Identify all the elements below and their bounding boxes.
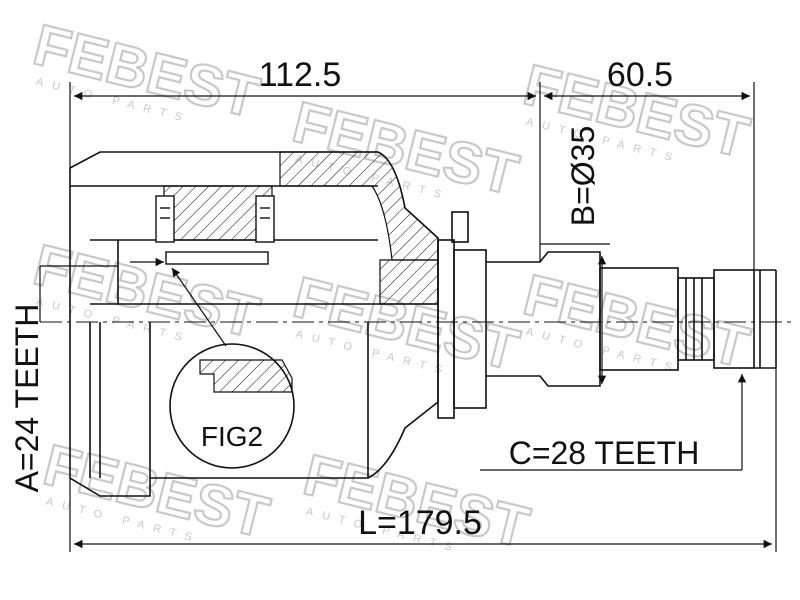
dimension-labels: 112.5 60.5 B=Ø35 A=24 TEETH C=28 TEETH L… <box>9 56 699 542</box>
housing-lower <box>69 322 439 497</box>
dim-shaft-length: 60.5 <box>607 56 673 94</box>
dim-diameter: B=Ø35 <box>565 126 601 227</box>
dim-total-length: L=179.5 <box>358 504 482 542</box>
bearing-detail <box>155 195 275 265</box>
fig2-detail: FIG2 <box>130 257 295 469</box>
dim-inner-teeth: C=28 TEETH <box>509 435 700 471</box>
dimension-lines <box>39 82 777 552</box>
dim-overall-length: 112.5 <box>259 56 342 94</box>
fig2-label: FIG2 <box>201 421 263 452</box>
dim-outer-teeth: A=24 TEETH <box>9 304 45 493</box>
section-hatching <box>163 151 439 305</box>
